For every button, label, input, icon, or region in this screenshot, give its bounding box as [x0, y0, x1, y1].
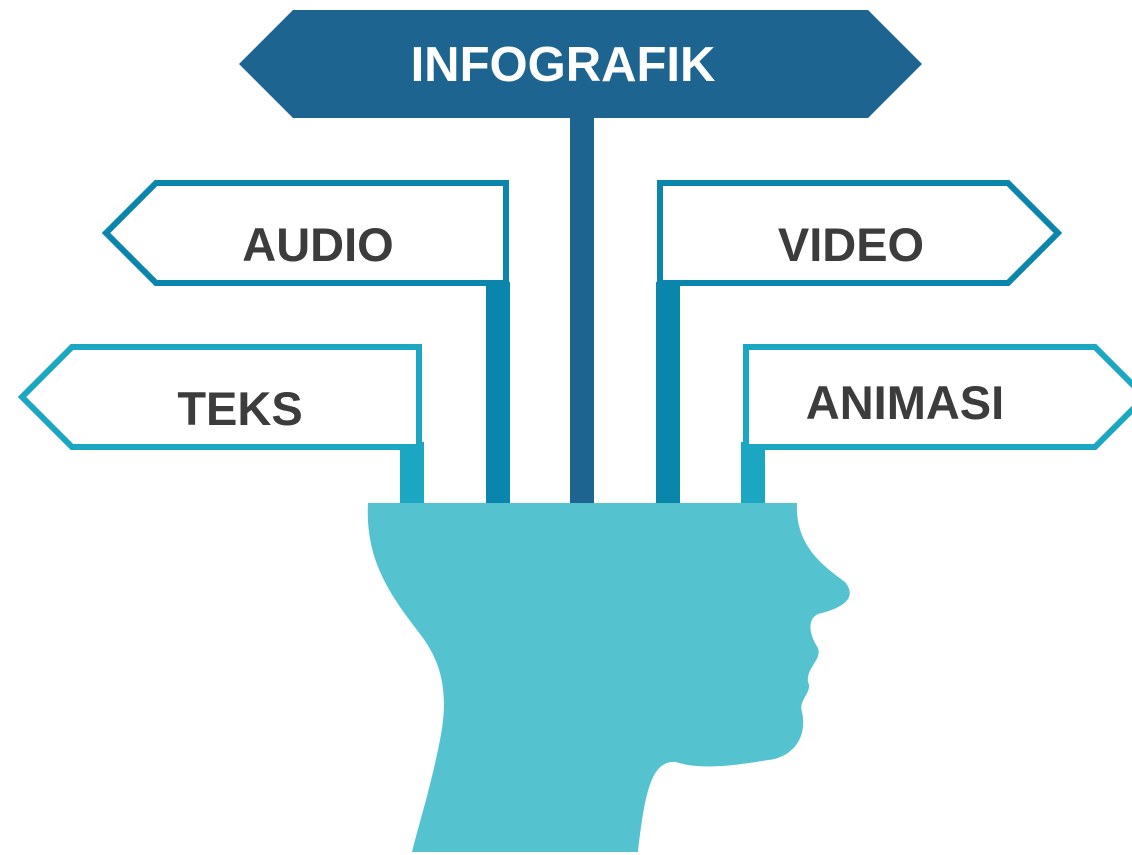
video-post — [656, 282, 680, 508]
animasi-sign-label: ANIMASI — [806, 376, 1004, 429]
audio-sign — [101, 180, 509, 286]
video-sign-label: VIDEO — [778, 218, 924, 271]
audio-sign-label: AUDIO — [242, 218, 393, 271]
title-sign — [239, 10, 922, 118]
head-silhouette — [367, 503, 850, 852]
animasi-sign — [743, 344, 1132, 450]
animasi-post — [741, 442, 765, 508]
teks-post — [400, 442, 424, 508]
title-sign-label: INFOGRAFIK — [411, 38, 716, 92]
center-post — [570, 112, 594, 508]
teks-sign — [17, 344, 422, 450]
audio-post — [486, 282, 510, 508]
teks-sign-label: TEKS — [177, 382, 302, 435]
video-sign — [657, 180, 1063, 286]
